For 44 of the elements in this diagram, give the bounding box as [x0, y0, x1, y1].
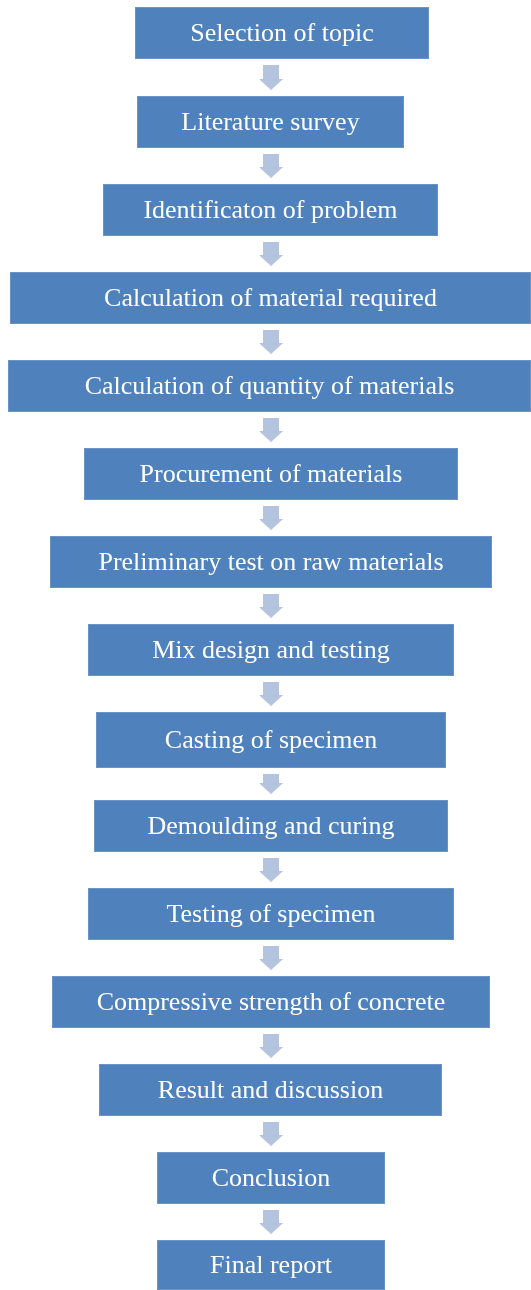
step-label: Final report — [210, 1250, 332, 1280]
step-label: Demoulding and curing — [147, 811, 395, 841]
arrow — [259, 594, 283, 618]
step-label: Conclusion — [211, 1163, 331, 1193]
process-box — [8, 360, 531, 412]
arrow — [259, 1034, 283, 1058]
step-label: Selection of topic — [190, 18, 374, 48]
process-box — [50, 536, 492, 588]
process-box — [10, 272, 531, 324]
process-box — [88, 624, 454, 676]
step-label: Identificaton of problem — [143, 195, 398, 225]
arrow — [259, 154, 283, 178]
step-label: Calculation of quantity of materials — [84, 371, 455, 401]
process-box — [84, 448, 458, 500]
process-box — [96, 712, 446, 768]
process-box — [88, 888, 454, 940]
process-box — [103, 184, 438, 236]
step-label: Casting of specimen — [164, 725, 378, 755]
step-label: Result and discussion — [157, 1075, 384, 1105]
step-label: Procurement of materials — [139, 459, 403, 489]
arrow — [259, 858, 283, 882]
process-box — [135, 7, 429, 59]
step-label: Testing of specimen — [166, 899, 376, 929]
arrow — [259, 330, 283, 354]
step-label: Calculation of material required — [104, 283, 437, 313]
arrow — [259, 506, 283, 530]
step-label: Literature survey — [181, 107, 360, 137]
arrow — [259, 774, 283, 794]
process-box — [99, 1064, 442, 1116]
arrow — [259, 418, 283, 442]
process-box — [157, 1240, 385, 1290]
arrow — [259, 682, 283, 706]
step-label: Preliminary test on raw materials — [98, 547, 444, 577]
process-box — [94, 800, 448, 852]
arrow — [259, 1122, 283, 1146]
step-label: Compressive strength of concrete — [96, 987, 446, 1017]
arrow — [259, 946, 283, 970]
arrow — [259, 242, 283, 266]
arrow — [259, 1210, 283, 1234]
process-box — [157, 1152, 385, 1204]
arrow — [259, 65, 283, 90]
process-box — [137, 96, 404, 148]
process-box — [52, 976, 490, 1028]
step-label: Mix design and testing — [152, 635, 390, 665]
